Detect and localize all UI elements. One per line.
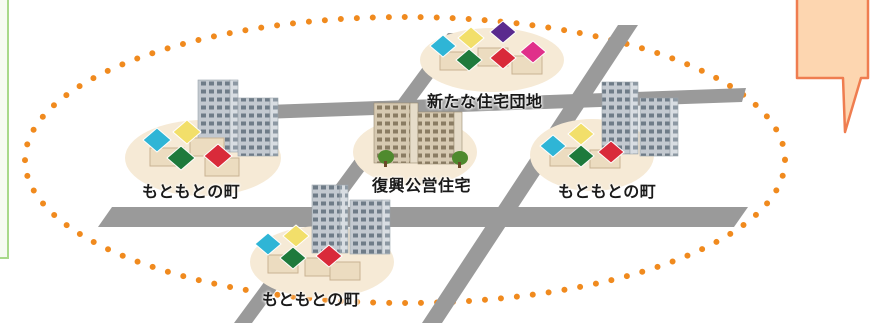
- dotted-oval-ring: [22, 14, 788, 306]
- label-public-housing: 復興公営住宅: [372, 176, 472, 195]
- house-cluster-bottom: [254, 224, 361, 281]
- apartment-towers: [197, 79, 679, 255]
- tree-icons: [378, 150, 468, 168]
- label-original-town-left: もともとの町: [142, 182, 241, 201]
- right-arrow-shape: [795, 0, 870, 134]
- left-panel-edge: [0, 0, 9, 259]
- house-cluster-top: [429, 20, 547, 75]
- label-original-town-bottom: もともとの町: [262, 290, 361, 309]
- label-original-town-right: もともとの町: [558, 182, 657, 201]
- label-new-housing-complex: 新たな住宅団地: [427, 92, 543, 111]
- house-cluster-left: [142, 119, 240, 177]
- house-cluster-right: [539, 122, 625, 169]
